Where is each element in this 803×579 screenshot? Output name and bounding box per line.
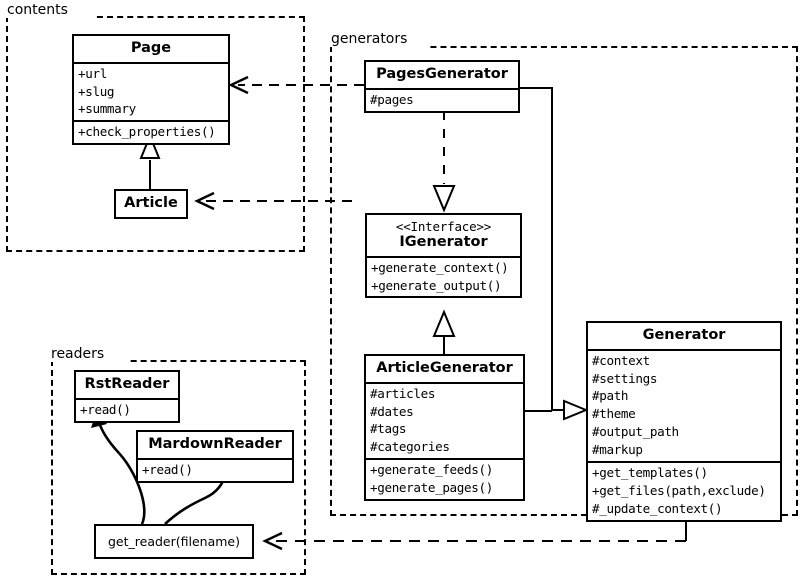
relationship-articlegenerator-realizes-igenerator	[432, 309, 456, 356]
class-box-generator[interactable]: Generator #context #settings #path #them…	[586, 321, 782, 522]
class-title-generator: Generator	[642, 327, 726, 343]
class-operations-rstreader: +read()	[76, 397, 178, 421]
class-attributes-pagesgenerator: #pages	[366, 87, 518, 111]
class-title-page: Page	[130, 40, 172, 56]
attribute-row: #settings	[592, 370, 658, 386]
attribute-row: +url	[78, 65, 107, 81]
package-frame-contents	[6, 16, 305, 252]
class-attributes-generator: #context #settings #path #theme #output_…	[588, 348, 780, 461]
package-frame-readers	[51, 360, 306, 575]
class-operations-mardownreader: +read()	[138, 457, 292, 481]
class-title-rstreader: RstReader	[84, 376, 170, 392]
package-label-generators: generators	[330, 31, 411, 47]
relationship-articlegenerator-generalizes-generator	[525, 399, 589, 421]
class-title-igenerator: <<Interface>> IGenerator	[367, 215, 520, 256]
class-name-igenerator: IGenerator	[399, 234, 488, 250]
attribute-row: #categories	[370, 439, 450, 455]
class-attributes-page: +url +slug +summary	[74, 61, 228, 121]
attribute-row: #pages	[370, 91, 414, 107]
class-title-pagesgenerator: PagesGenerator	[376, 66, 508, 82]
class-stereotype-igenerator: <<Interface>>	[395, 219, 492, 234]
attribute-row: #articles	[370, 385, 436, 401]
operation-row: +get_files(path,exclude)	[592, 482, 766, 498]
class-operations-page: +check_properties()	[74, 120, 228, 143]
attribute-row: #theme	[592, 406, 636, 422]
operation-row: +generate_context()	[371, 259, 509, 275]
attribute-row: #context	[592, 352, 650, 368]
package-label-contents: contents	[6, 2, 71, 18]
package-frame-generators	[330, 46, 798, 516]
operation-row: +generate_pages()	[370, 480, 493, 496]
attribute-row: #dates	[370, 403, 414, 419]
function-label-get-reader: get_reader(filename)	[108, 534, 240, 549]
attribute-row: #markup	[592, 442, 643, 458]
class-operations-articlegenerator: +generate_feeds() +generate_pages()	[366, 458, 523, 499]
class-box-igenerator[interactable]: <<Interface>> IGenerator +generate_conte…	[365, 213, 522, 299]
class-operations-generator: +get_templates() +get_files(path,exclude…	[588, 460, 780, 520]
operation-row: #_update_context()	[592, 500, 723, 516]
package-label-readers: readers	[50, 346, 108, 362]
attribute-row: #path	[592, 388, 629, 404]
class-title-articlegenerator: ArticleGenerator	[376, 360, 513, 376]
relationship-pagesgenerator-generalizes-generator	[520, 87, 568, 411]
relationship-pagesgenerator-realizes-igenerator	[432, 111, 456, 213]
attribute-row: #tags	[370, 421, 407, 437]
class-box-articlegenerator[interactable]: ArticleGenerator #articles #dates #tags …	[364, 354, 525, 501]
operation-row: +read()	[142, 461, 193, 477]
class-box-article[interactable]: Article	[114, 189, 188, 219]
class-box-page[interactable]: Page +url +slug +summary +check_properti…	[72, 34, 230, 146]
relationship-article-generalizes-page	[139, 133, 161, 190]
class-box-pagesgenerator[interactable]: PagesGenerator #pages	[364, 60, 520, 113]
attribute-row: #output_path	[592, 424, 679, 440]
relationship-generators-depends-article	[194, 191, 352, 211]
class-title-mardownreader: MardownReader	[148, 436, 282, 452]
operation-row: +generate_feeds()	[370, 462, 493, 478]
relationship-pagesgenerator-depends-page	[228, 75, 364, 95]
attribute-row: +summary	[78, 101, 136, 117]
function-box-get-reader[interactable]: get_reader(filename)	[94, 524, 254, 559]
operation-row: +get_templates()	[592, 464, 708, 480]
class-box-rstreader[interactable]: RstReader +read()	[74, 370, 180, 423]
class-attributes-articlegenerator: #articles #dates #tags #categories	[366, 381, 523, 459]
class-title-article: Article	[124, 195, 178, 211]
class-operations-igenerator: +generate_context() +generate_output()	[367, 255, 520, 297]
operation-row: +read()	[80, 401, 131, 417]
operation-row: +generate_output()	[371, 277, 502, 293]
operation-row: +check_properties()	[78, 124, 216, 140]
class-box-mardownreader[interactable]: MardownReader +read()	[136, 430, 294, 483]
attribute-row: +slug	[78, 83, 115, 99]
